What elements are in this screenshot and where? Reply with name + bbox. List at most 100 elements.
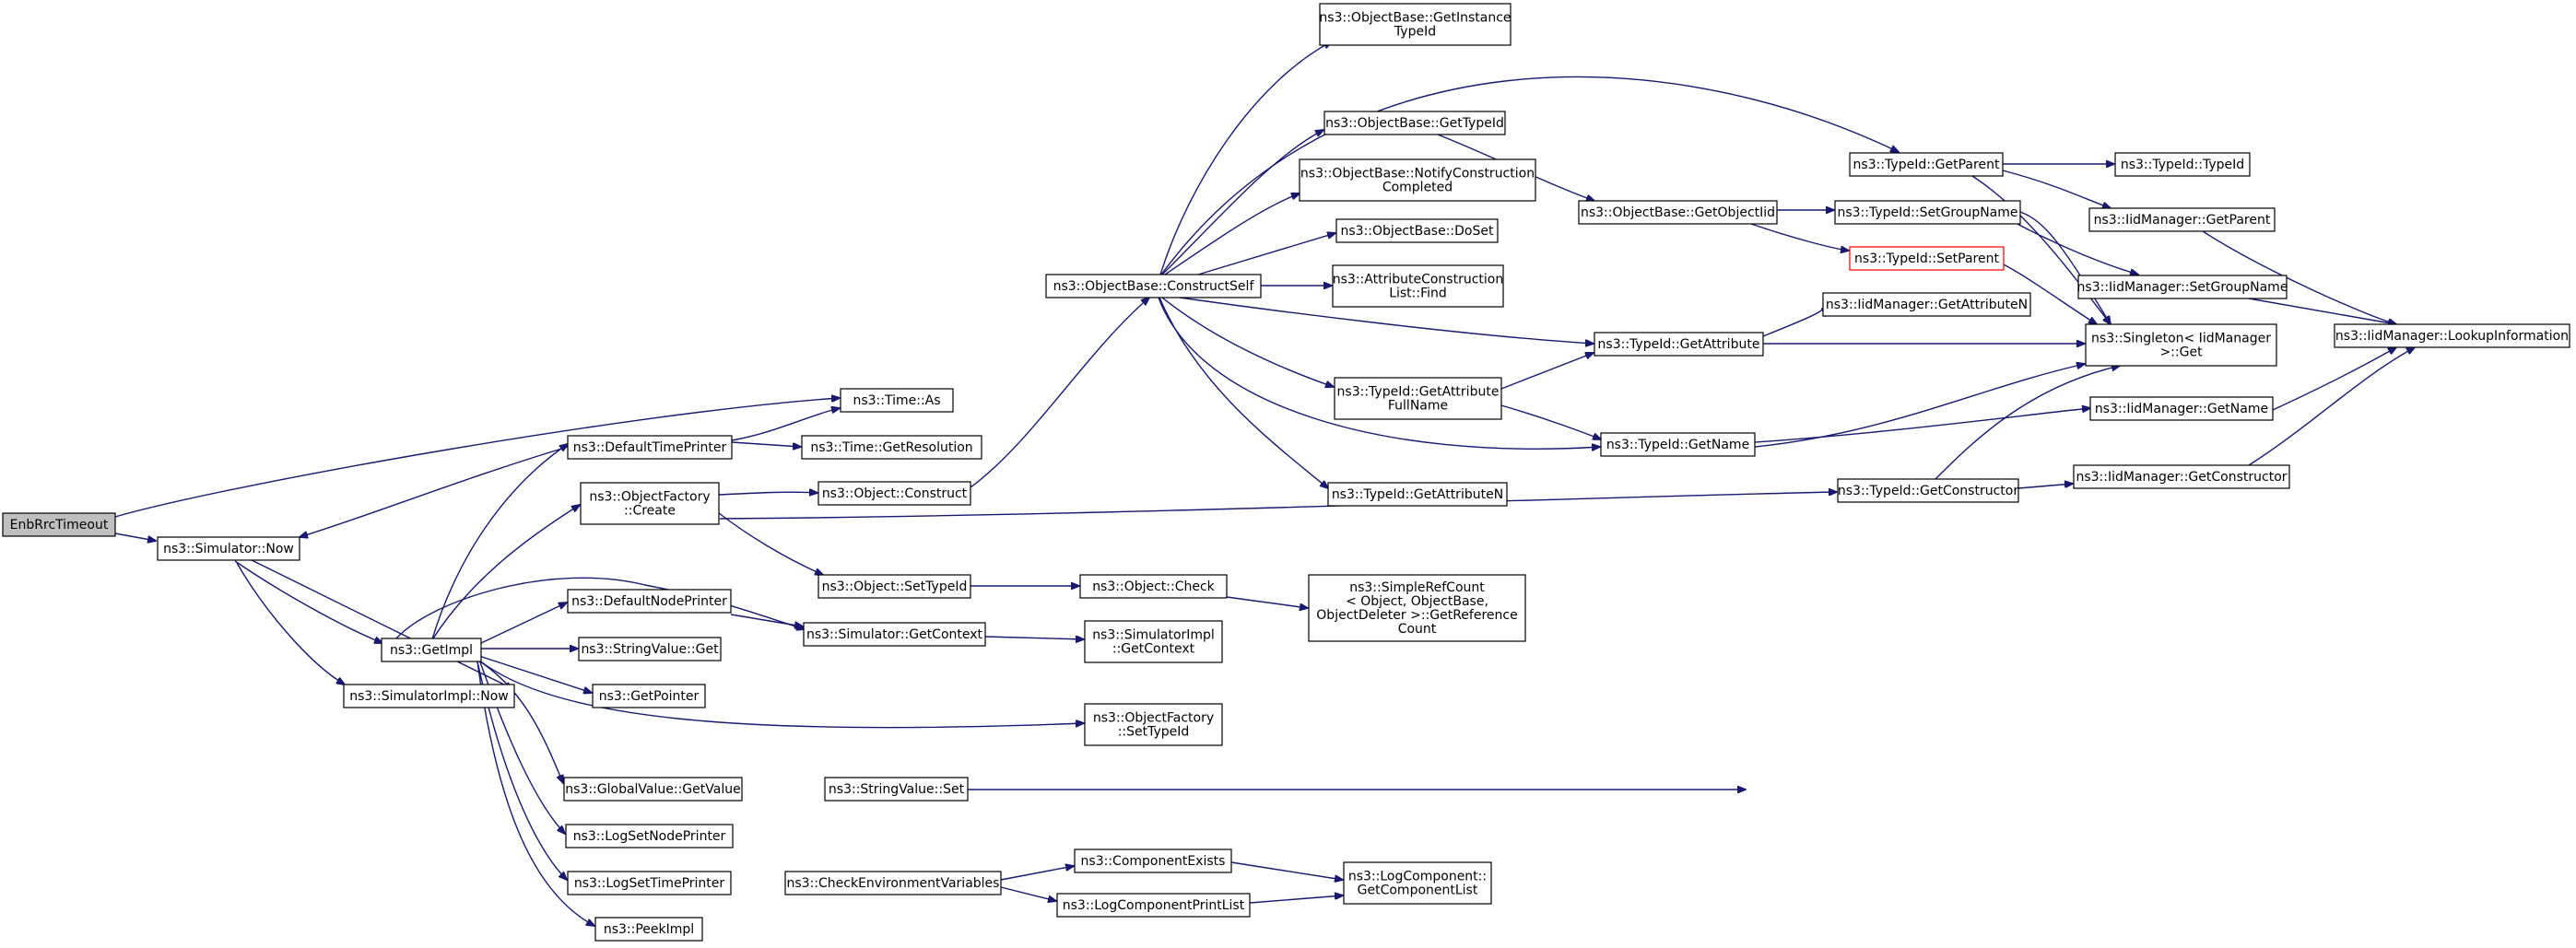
node-time-as[interactable]: ns3::Time::As [840, 388, 954, 413]
call-edge [1159, 41, 1332, 275]
node-simimpl-now[interactable]: ns3::SimulatorImpl::Now [343, 684, 515, 708]
node-tid-setparent[interactable]: ns3::TypeId::SetParent [1849, 246, 2005, 271]
node-ob-getobjectiid[interactable]: ns3::ObjectBase::GetObjectIid [1578, 200, 1778, 225]
node-box [567, 589, 732, 614]
node-iid-getattrn[interactable]: ns3::IidManager::GetAttributeN [1822, 292, 2031, 317]
node-label: ns3::StringValue::Get [581, 642, 719, 657]
node-tid-typeid[interactable]: ns3::TypeId::TypeId [2114, 152, 2251, 177]
node-label: ns3::Object::SetTypeId [822, 579, 968, 594]
node-box [2088, 207, 2276, 232]
node-label: ns3::ComponentExists [1081, 854, 1226, 869]
node-gv-getvalue[interactable]: ns3::GlobalValue::GetValue [563, 777, 743, 802]
node-lstp[interactable]: ns3::LogSetTimePrinter [567, 871, 732, 895]
node-tid-getattribute[interactable]: ns3::TypeId::GetAttribute [1594, 332, 1764, 357]
node-dtp[interactable]: ns3::DefaultTimePrinter [567, 435, 733, 460]
node-tid-getparent[interactable]: ns3::TypeId::GetParent [1849, 152, 2004, 177]
node-label: GetComponentList [1358, 884, 1478, 898]
node-singleton-get[interactable]: ns3::Singleton< IidManager >::Get [2085, 323, 2277, 367]
node-label: ns3::ObjectBase::NotifyConstruction [1300, 167, 1535, 181]
node-of-settypeid[interactable]: ns3::ObjectFactory::SetTypeId [1084, 703, 1223, 746]
node-box [1299, 158, 1536, 202]
node-ob-notify[interactable]: ns3::ObjectBase::NotifyConstructionCompl… [1299, 158, 1536, 202]
node-iid-getparent[interactable]: ns3::IidManager::GetParent [2088, 207, 2276, 232]
node-box [817, 574, 971, 599]
node-iid-lookupinfo[interactable]: ns3::IidManager::LookupInformation [2334, 323, 2570, 348]
node-label: ns3::ObjectFactory [1093, 711, 1214, 726]
node-of-create[interactable]: ns3::ObjectFactory::Create [580, 482, 720, 525]
node-iid-getconstructor[interactable]: ns3::IidManager::GetConstructor [2073, 464, 2290, 489]
node-label: ns3::PeekImpl [604, 922, 694, 937]
node-lc-getcomplist[interactable]: ns3::LogComponent::GetComponentList [1343, 861, 1492, 905]
node-box [381, 638, 482, 662]
node-sv-set[interactable]: ns3::StringValue::Set [824, 777, 969, 802]
node-label: ns3::TypeId::SetGroupName [1837, 205, 2017, 220]
node-box [1834, 200, 2021, 225]
node-getimpl[interactable]: ns3::GetImpl [381, 638, 482, 662]
node-tid-getattrn[interactable]: ns3::TypeId::GetAttributeN [1327, 482, 1508, 507]
node-compexists[interactable]: ns3::ComponentExists [1074, 849, 1232, 873]
call-edge [2202, 230, 2396, 324]
node-box [1074, 849, 1232, 873]
node-cev[interactable]: ns3::CheckEnvironmentVariables [784, 871, 1002, 895]
node-box [2085, 323, 2277, 367]
call-edge [476, 659, 563, 783]
node-label: Count [1398, 622, 1437, 637]
node-lsnp[interactable]: ns3::LogSetNodePrinter [565, 824, 734, 849]
node-label: TypeId [1394, 25, 1436, 40]
node-box [1084, 620, 1223, 663]
node-getpointer[interactable]: ns3::GetPointer [592, 684, 706, 708]
node-label: EnbRrcTimeout [10, 518, 109, 533]
node-label: ns3::TypeId::GetConstructor [1838, 484, 2018, 498]
node-label: ns3::SimpleRefCount [1349, 580, 1485, 595]
call-edge [1754, 408, 2090, 443]
node-box [1045, 274, 1262, 298]
call-edge [1999, 262, 2097, 324]
node-sim-getcontext[interactable]: ns3::Simulator::GetContext [803, 622, 986, 647]
node-simimpl-getcontext[interactable]: ns3::SimulatorImpl::GetContext [1084, 620, 1223, 663]
node-label: ns3::Simulator::Now [163, 542, 294, 556]
node-box [1332, 264, 1504, 308]
node-ob-constructself[interactable]: ns3::ObjectBase::ConstructSelf [1045, 274, 1262, 298]
node-lcpl[interactable]: ns3::LogComponentPrintList [1056, 893, 1251, 918]
node-label: ns3::IidManager::LookupInformation [2335, 329, 2569, 344]
node-iid-getname[interactable]: ns3::IidManager::GetName [2089, 396, 2274, 421]
node-iid-setgroupname[interactable]: ns3::IidManager::SetGroupName [2077, 275, 2288, 299]
node-ob-gettypeid[interactable]: ns3::ObjectBase::GetTypeId [1323, 111, 1506, 135]
node-obj-check[interactable]: ns3::Object::Check [1079, 574, 1228, 599]
call-edge [1249, 895, 1343, 904]
node-box [2073, 464, 2290, 489]
call-edge [1230, 861, 1343, 880]
call-edge [1226, 596, 1308, 608]
node-tid-setgroupname[interactable]: ns3::TypeId::SetGroupName [1834, 200, 2021, 225]
node-label: ns3::IidManager::SetGroupName [2077, 280, 2288, 295]
node-tid-getname[interactable]: ns3::TypeId::GetName [1600, 432, 1756, 457]
node-dnp[interactable]: ns3::DefaultNodePrinter [567, 589, 732, 614]
node-label: ns3::SimulatorImpl::Now [349, 689, 509, 704]
node-box [567, 871, 732, 895]
node-obj-construct[interactable]: ns3::Object::Construct [817, 481, 971, 506]
node-enb: EnbRrcTimeout [2, 512, 116, 537]
node-box [1849, 246, 2005, 271]
node-time-getres[interactable]: ns3::Time::GetResolution [801, 435, 982, 460]
node-label: ns3::ObjectBase::ConstructSelf [1053, 279, 1255, 294]
node-srefcount[interactable]: ns3::SimpleRefCount< Object, ObjectBase,… [1308, 574, 1526, 642]
node-sim-now[interactable]: ns3::Simulator::Now [157, 536, 300, 561]
call-edge [234, 560, 382, 643]
node-box [1578, 200, 1778, 225]
call-edge [1158, 297, 1600, 449]
node-box [343, 684, 515, 708]
call-edge [1754, 364, 2085, 448]
call-edge [249, 558, 513, 689]
node-sv-get[interactable]: ns3::StringValue::Get [578, 637, 722, 661]
node-obj-settypeid[interactable]: ns3::Object::SetTypeId [817, 574, 971, 599]
node-tid-getconstructor[interactable]: ns3::TypeId::GetConstructor [1837, 478, 2019, 503]
node-peekimpl[interactable]: ns3::PeekImpl [594, 917, 703, 942]
node-ob-doset[interactable]: ns3::ObjectBase::DoSet [1335, 218, 1499, 243]
call-edge [236, 562, 345, 685]
call-edge [1935, 366, 2120, 480]
call-edge [478, 655, 592, 693]
node-label: ns3::TypeId::GetAttributeN [1332, 487, 1503, 502]
